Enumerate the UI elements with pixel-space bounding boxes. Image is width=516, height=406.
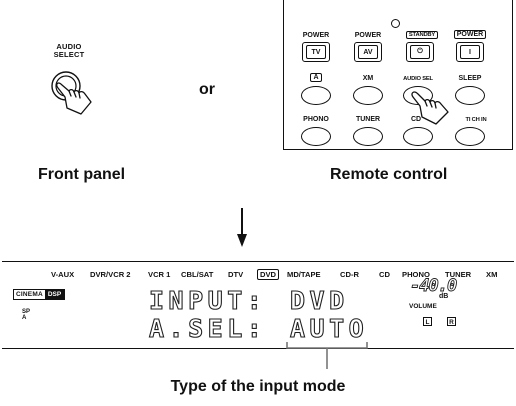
input-indicators: V-AUX DVR/VCR 2 VCR 1 CBL/SAT DTV DVD MD… — [2, 269, 514, 282]
xm-button[interactable] — [353, 86, 383, 105]
cd-button[interactable] — [403, 127, 433, 146]
power-av-button[interactable]: AV — [354, 42, 382, 62]
power-symbol-icon: ⏻ — [410, 45, 430, 59]
xm-label: XM — [362, 75, 374, 82]
input-md-tape: MD/TAPE — [287, 270, 321, 279]
a-label: A — [290, 73, 342, 82]
down-arrow-icon — [237, 208, 247, 247]
front-panel-caption: Front panel — [38, 166, 126, 183]
remote-control: POWER POWER STANDBY POWER TV AV ⏻ I A XM… — [283, 0, 513, 150]
sleep-button[interactable] — [455, 86, 485, 105]
or-connector: or — [199, 81, 215, 98]
multi-ch-in-button[interactable] — [455, 127, 485, 146]
left-channel-indicator: L — [423, 317, 432, 326]
volume-value: -40.0 — [410, 276, 458, 297]
power-on-button[interactable]: I — [456, 42, 484, 62]
pressing-hand-icon — [56, 82, 92, 115]
input-tuner: TUNER — [445, 270, 472, 279]
audio-sel-label: AUDIO SEL — [403, 76, 433, 82]
multi-ch-in-label: TI CH IN — [465, 117, 487, 123]
audio-select-mode-label: A.SEL: — [148, 314, 267, 343]
power-tv-label: POWER — [302, 32, 330, 39]
power-tv-button[interactable]: TV — [302, 42, 330, 62]
input-value: DVD — [289, 286, 349, 315]
sleep-label: SLEEP — [458, 75, 482, 82]
input-label: INPUT: — [148, 286, 267, 315]
pressing-hand-icon — [411, 91, 449, 125]
input-vcr1: VCR 1 — [148, 270, 171, 279]
right-channel-indicator: R — [447, 317, 456, 326]
tuner-label: TUNER — [355, 116, 381, 123]
audio-select-mode-value: AUTO — [289, 314, 369, 343]
phono-button[interactable] — [301, 127, 331, 146]
input-phono: PHONO — [402, 270, 430, 279]
standby-button[interactable]: ⏻ — [406, 42, 434, 62]
power-on-label: POWER — [444, 30, 496, 39]
input-mode-callout: Type of the input mode — [170, 378, 346, 395]
input-xm: XM — [486, 270, 498, 279]
remote-control-caption: Remote control — [330, 166, 448, 183]
input-dvr-vcr2: DVR/VCR 2 — [90, 270, 131, 279]
volume-label: VOLUME — [409, 303, 437, 310]
standby-label: STANDBY — [396, 31, 448, 39]
audio-select-label: AUDIO SELECT — [53, 42, 85, 59]
input-v-aux: V-AUX — [51, 270, 75, 279]
input-cd-r: CD-R — [340, 270, 359, 279]
input-dvd-active: DVD — [257, 269, 280, 280]
remote-led-icon — [391, 19, 400, 28]
front-display-panel: V-AUX DVR/VCR 2 VCR 1 CBL/SAT DTV DVD MD… — [2, 261, 514, 349]
power-av-label: POWER — [354, 32, 382, 39]
volume-unit: dB — [439, 293, 449, 300]
tuner-button[interactable] — [353, 127, 383, 146]
cd-label: CD — [410, 116, 422, 123]
input-dtv: DTV — [228, 270, 244, 279]
phono-label: PHONO — [303, 116, 329, 123]
a-button[interactable] — [301, 86, 331, 105]
audio-select-button[interactable] — [45, 64, 95, 120]
input-cd: CD — [379, 270, 390, 279]
input-cbl-sat: CBL/SAT — [181, 270, 214, 279]
callout-bracket — [286, 342, 368, 369]
